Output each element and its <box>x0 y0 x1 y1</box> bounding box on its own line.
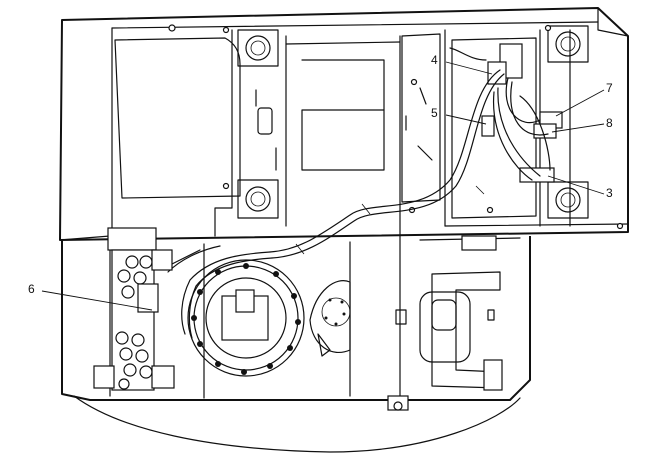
svg-text:3: 3 <box>606 186 613 200</box>
svg-text:6: 6 <box>28 282 35 296</box>
left-panel-outline <box>114 37 385 199</box>
callout-4: 4 <box>431 53 493 75</box>
svg-text:5: 5 <box>431 106 438 120</box>
callout-8: 8 <box>551 116 613 133</box>
bolt-heads <box>168 24 624 230</box>
callout-6: 6 <box>28 282 153 311</box>
callout-7: 7 <box>555 81 613 117</box>
right-compartment <box>451 37 563 219</box>
mount-boss-top-left <box>237 29 279 67</box>
counterweight-mount <box>387 235 503 411</box>
svg-text:8: 8 <box>606 116 613 130</box>
upper-frame-plate <box>59 7 629 241</box>
gear-segment <box>309 280 351 357</box>
hose-bundle <box>167 47 551 339</box>
valve-stack <box>93 227 175 391</box>
mount-boss-mid-left <box>237 179 279 219</box>
mount-boss-top-right <box>547 25 589 63</box>
callout-3: 3 <box>547 175 613 200</box>
callout-5: 5 <box>431 106 487 125</box>
svg-text:7: 7 <box>606 81 613 95</box>
swing-drive-ring <box>187 259 305 377</box>
svg-text:4: 4 <box>431 53 438 67</box>
